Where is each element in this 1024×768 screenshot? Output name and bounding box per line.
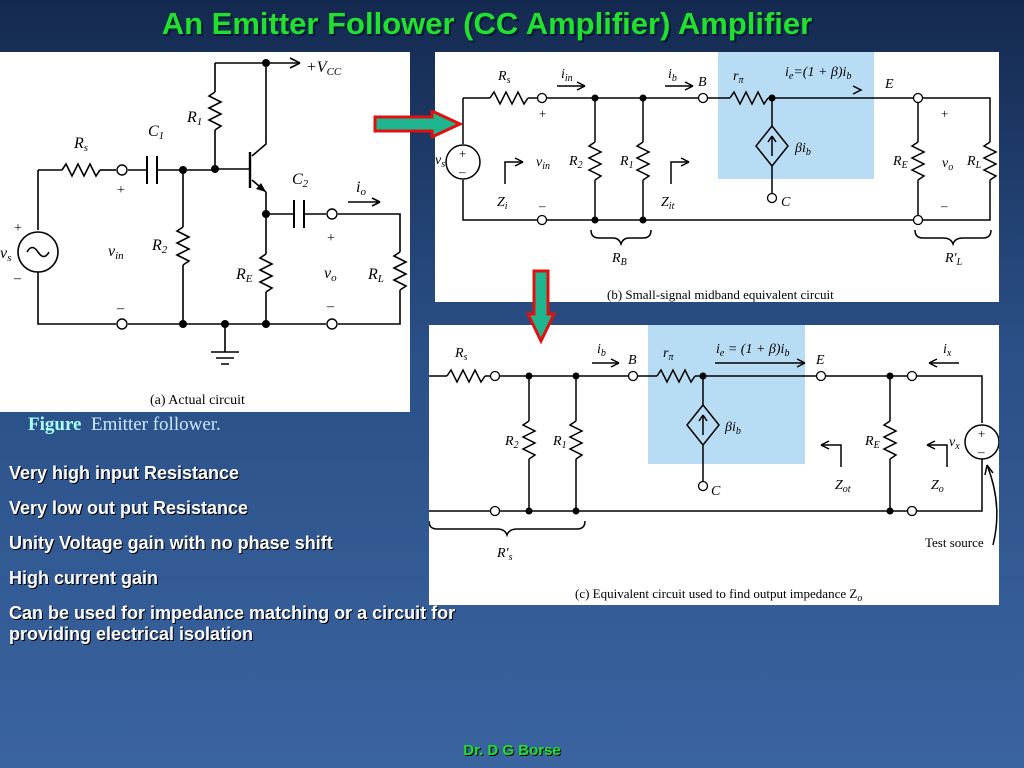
list-item: Can be used for impedance matching or a … <box>9 603 456 644</box>
svg-text:RL: RL <box>966 154 982 171</box>
svg-text:ib: ib <box>597 342 606 359</box>
svg-text:–: – <box>940 198 948 213</box>
svg-text:βib: βib <box>724 420 741 437</box>
svg-text:vx: vx <box>949 435 960 452</box>
svg-text:–: – <box>116 301 125 316</box>
svg-text:RL: RL <box>367 266 384 285</box>
svg-text:Zo: Zo <box>931 478 944 495</box>
svg-text:βib: βib <box>794 141 811 158</box>
test-source-label: Test source <box>925 535 984 550</box>
svg-text:Zi: Zi <box>497 195 508 212</box>
svg-text:–: – <box>538 198 546 213</box>
actual-circuit-panel: +VCC Rs C1 R1 C2 io R2 RE RL vs vin vo +… <box>0 52 410 412</box>
svg-text:Zot: Zot <box>835 478 851 495</box>
svg-text:Rs: Rs <box>454 346 468 363</box>
svg-text:+: + <box>117 183 125 198</box>
svg-text:Rs: Rs <box>73 135 88 154</box>
svg-text:+: + <box>978 426 985 441</box>
panel-c-caption: (c) Equivalent circuit used to find outp… <box>575 586 862 604</box>
svg-text:–: – <box>977 444 985 459</box>
svg-text:vo: vo <box>942 156 953 173</box>
svg-text:E: E <box>815 353 825 368</box>
transistor-model-highlight-c <box>648 325 805 464</box>
svg-text:B: B <box>628 353 637 368</box>
transistor-model-highlight <box>718 52 874 179</box>
right-arrow-icon <box>373 110 464 138</box>
svg-text:vo: vo <box>324 265 337 284</box>
svg-text:+VCC: +VCC <box>306 59 342 78</box>
svg-text:RE: RE <box>864 434 880 451</box>
svg-text:vin: vin <box>536 155 550 172</box>
svg-text:R1: R1 <box>186 109 202 128</box>
svg-text:C: C <box>781 195 791 210</box>
svg-text:C1: C1 <box>148 123 164 142</box>
svg-text:Rs: Rs <box>497 69 511 86</box>
svg-text:+: + <box>539 106 546 121</box>
svg-text:ib: ib <box>668 67 677 84</box>
svg-text:vin: vin <box>108 243 124 262</box>
down-arrow-icon <box>526 269 556 344</box>
svg-text:R1: R1 <box>552 434 567 451</box>
svg-text:RE: RE <box>892 154 908 171</box>
svg-text:R2: R2 <box>151 237 168 256</box>
output-impedance-diagram: Rs ib B rπ ie = (1 + β)ib E ix R2 R1 βib… <box>429 325 999 604</box>
svg-text:C: C <box>711 484 721 499</box>
feature-list: Very high input Resistance Very low out … <box>9 463 479 659</box>
svg-text:+: + <box>14 221 22 236</box>
svg-text:E: E <box>884 77 894 92</box>
svg-text:vs: vs <box>435 153 445 170</box>
svg-text:iin: iin <box>561 67 573 84</box>
slide-title: An Emitter Follower (CC Amplifier) Ampli… <box>161 6 813 41</box>
svg-text:RE: RE <box>235 266 253 285</box>
list-item: High current gain <box>9 568 159 588</box>
svg-text:–: – <box>13 271 22 286</box>
output-impedance-panel: Rs ib B rπ ie = (1 + β)ib E ix R2 R1 βib… <box>429 325 999 605</box>
small-signal-panel: Rs iin ib B rπ ie=(1 + β)ib E vs vin R2 … <box>435 52 999 302</box>
small-signal-diagram: Rs iin ib B rπ ie=(1 + β)ib E vs vin R2 … <box>435 52 998 302</box>
list-item: Unity Voltage gain with no phase shift <box>9 533 333 553</box>
actual-circuit-diagram: +VCC Rs C1 R1 C2 io R2 RE RL vs vin vo +… <box>0 57 408 408</box>
svg-text:B: B <box>698 75 707 90</box>
list-item: Very high input Resistance <box>9 463 240 483</box>
svg-text:RB: RB <box>611 251 627 268</box>
svg-text:R′L: R′L <box>944 251 963 268</box>
svg-text:Zit: Zit <box>661 195 675 212</box>
panel-a-caption: (a) Actual circuit <box>150 393 245 408</box>
svg-text:ix: ix <box>943 342 952 359</box>
svg-text:ie = (1 + β)ib: ie = (1 + β)ib <box>716 342 789 359</box>
svg-text:C2: C2 <box>292 171 309 190</box>
svg-text:rπ: rπ <box>663 346 674 363</box>
svg-text:–: – <box>458 164 466 179</box>
svg-text:–: – <box>326 299 335 314</box>
svg-text:+: + <box>327 231 335 246</box>
svg-text:R1: R1 <box>619 154 634 171</box>
svg-text:R2: R2 <box>568 154 583 171</box>
svg-text:R′s: R′s <box>496 546 513 563</box>
svg-text:rπ: rπ <box>733 69 744 86</box>
author-footer: Dr. D G Borse <box>463 742 561 759</box>
svg-text:ie=(1 + β)ib: ie=(1 + β)ib <box>785 65 851 82</box>
panel-b-caption: (b) Small-signal midband equivalent circ… <box>607 287 834 302</box>
svg-text:R2: R2 <box>504 434 519 451</box>
figure-caption: Figure Emitter follower. <box>28 414 221 435</box>
svg-text:vs: vs <box>0 245 11 264</box>
svg-text:+: + <box>459 146 466 161</box>
list-item: Very low out put Resistance <box>9 498 249 518</box>
svg-text:+: + <box>941 106 948 121</box>
svg-text:io: io <box>356 179 366 198</box>
